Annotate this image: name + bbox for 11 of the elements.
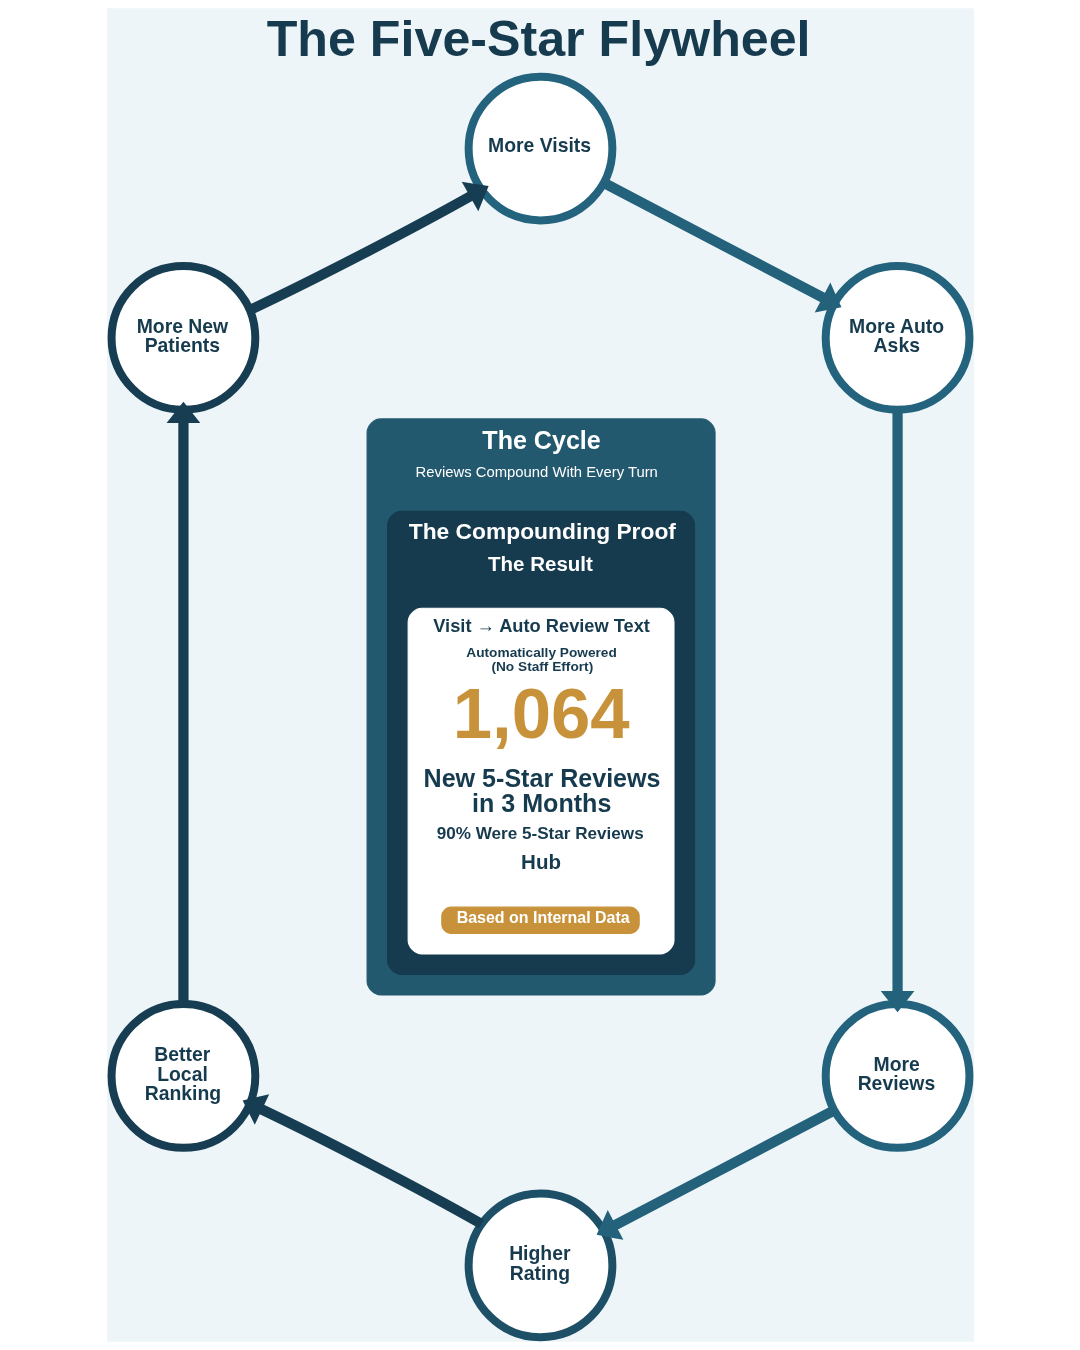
arrow	[242, 1094, 484, 1229]
node-box: Based on Internal Data	[440, 906, 640, 934]
node-circle: More New Patients	[107, 262, 259, 414]
node-circle: More Reviews	[821, 1000, 973, 1152]
node-circle: Better Local Ranking	[107, 1000, 259, 1152]
diagram-title: The Five-Star Flywheel	[266, 11, 811, 68]
node-circle: More Auto Asks	[821, 262, 973, 414]
node-circle: Higher Rating	[464, 1189, 616, 1342]
arrow	[601, 178, 841, 313]
node-circle: More Visits	[464, 72, 616, 225]
arrow	[596, 1105, 837, 1240]
